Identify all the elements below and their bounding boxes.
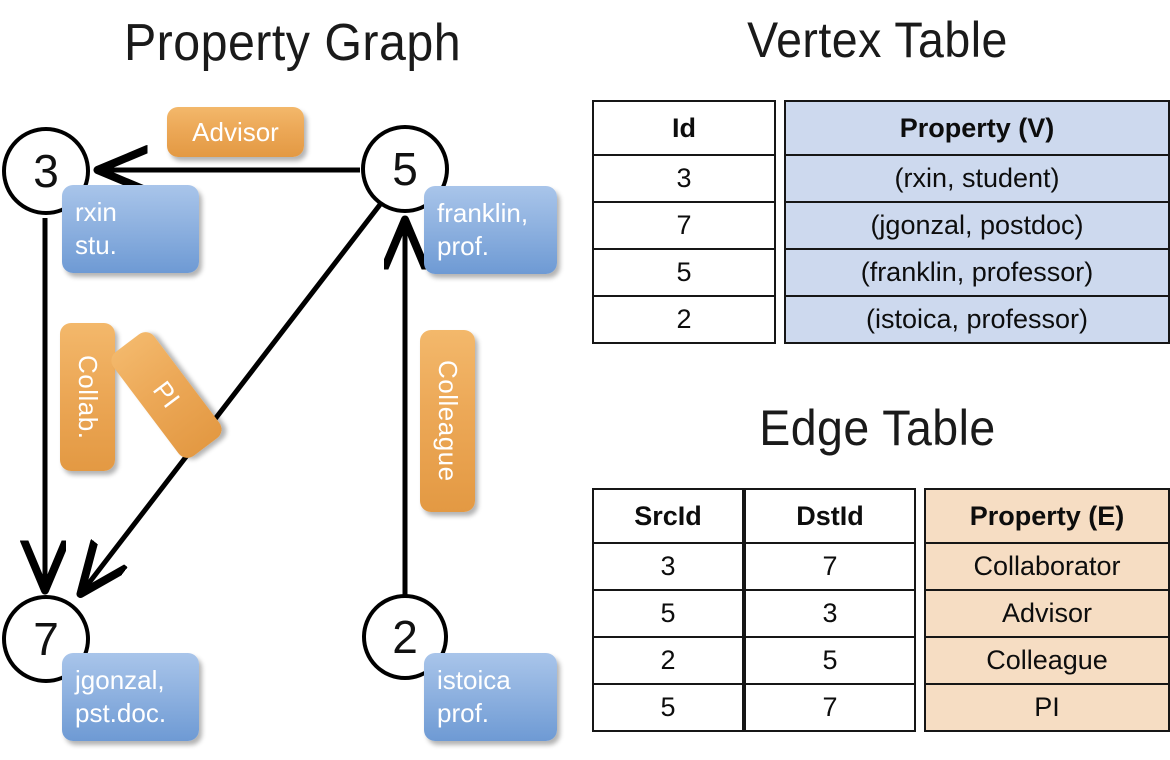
vertex-property-3-line2: stu. xyxy=(75,230,117,260)
table-row: 5 xyxy=(592,248,776,297)
edge-label-advisor: Advisor xyxy=(167,107,304,157)
edge-header-dstid: DstId xyxy=(744,488,916,544)
edge-header-property: Property (E) xyxy=(924,488,1170,544)
vertex-header-property: Property (V) xyxy=(784,100,1170,156)
table-row: (rxin, student) xyxy=(784,154,1170,203)
vertex-property-box-5: franklin, prof. xyxy=(424,186,557,274)
page-title-property-graph: Property Graph xyxy=(123,14,462,72)
vertex-property-box-2: istoica prof. xyxy=(424,653,557,741)
edge-srcid-cell: 3 xyxy=(592,542,744,591)
edge-srcid-cell: 5 xyxy=(592,683,744,732)
edge-label-colleague: Colleague xyxy=(420,330,475,512)
graph-node-2[interactable]: 2 xyxy=(362,594,448,680)
edge-dstid-cell: 7 xyxy=(744,683,916,732)
vertex-id-cell: 7 xyxy=(592,201,776,250)
vertex-id-cell: 5 xyxy=(592,248,776,297)
table-header-row: Property (V) xyxy=(784,100,1170,156)
edge-property-cell: PI xyxy=(924,683,1170,732)
table-row: PI xyxy=(924,683,1170,732)
table-row: 3 xyxy=(744,589,916,638)
edge-property-cell: Colleague xyxy=(924,636,1170,685)
table-row: 7 xyxy=(744,683,916,732)
graph-edges xyxy=(0,0,585,760)
edge-srcid-table: SrcId 3 5 2 5 xyxy=(592,488,744,732)
edge-label-collab: Collab. xyxy=(60,323,115,471)
graph-node-2-label: 2 xyxy=(392,611,418,663)
vertex-property-7-line2: pst.doc. xyxy=(75,698,167,728)
vertex-property-box-7: jgonzal, pst.doc. xyxy=(62,653,199,741)
property-graph-panel: Property Graph 3 5 7 2 rxin stu. frankli… xyxy=(0,0,585,760)
table-row: Colleague xyxy=(924,636,1170,685)
graph-node-5[interactable]: 5 xyxy=(361,125,449,213)
edge-label-pi-text: PI xyxy=(147,375,187,414)
vertex-property-5-line1: franklin, xyxy=(437,198,529,228)
table-row: 2 xyxy=(592,636,744,685)
table-row: 5 xyxy=(744,636,916,685)
table-row: 7 xyxy=(744,542,916,591)
vertex-property-cell: (franklin, professor) xyxy=(784,248,1170,297)
edge-dstid-cell: 7 xyxy=(744,542,916,591)
edge-label-colleague-text: Colleague xyxy=(433,360,463,482)
table-row: 7 xyxy=(592,201,776,250)
page-title-vertex-table: Vertex Table xyxy=(747,12,1008,68)
vertex-property-2-line2: prof. xyxy=(437,698,490,728)
table-row: 5 xyxy=(592,589,744,638)
table-row: 2 xyxy=(592,295,776,344)
table-row: (istoica, professor) xyxy=(784,295,1170,344)
graph-node-3-label: 3 xyxy=(33,145,59,197)
vertex-property-cell: (jgonzal, postdoc) xyxy=(784,201,1170,250)
page-title-edge-table: Edge Table xyxy=(759,400,996,456)
table-row: (jgonzal, postdoc) xyxy=(784,201,1170,250)
edge-property-cell: Advisor xyxy=(924,589,1170,638)
table-row: Advisor xyxy=(924,589,1170,638)
table-row: 5 xyxy=(592,683,744,732)
table-header-row: SrcId xyxy=(592,488,744,544)
graph-node-5-label: 5 xyxy=(392,143,418,195)
table-header-row: Id xyxy=(592,100,776,156)
vertex-property-box-3: rxin stu. xyxy=(62,185,199,273)
table-header-row: Property (E) xyxy=(924,488,1170,544)
table-row: Collaborator xyxy=(924,542,1170,591)
edge-dstid-cell: 5 xyxy=(744,636,916,685)
table-header-row: DstId xyxy=(744,488,916,544)
edge-label-collab-text: Collab. xyxy=(73,354,103,440)
table-row: 3 xyxy=(592,154,776,203)
table-row: 3 xyxy=(592,542,744,591)
vertex-id-cell: 2 xyxy=(592,295,776,344)
vertex-property-cell: (istoica, professor) xyxy=(784,295,1170,344)
vertex-property-2-line1: istoica xyxy=(437,665,511,695)
vertex-property-cell: (rxin, student) xyxy=(784,154,1170,203)
vertex-id-table: Id 3 7 5 2 xyxy=(592,100,776,344)
vertex-property-table: Property (V) (rxin, student) (jgonzal, p… xyxy=(784,100,1170,344)
vertex-property-5-line2: prof. xyxy=(437,231,490,261)
edge-property-cell: Collaborator xyxy=(924,542,1170,591)
vertex-id-cell: 3 xyxy=(592,154,776,203)
vertex-header-id: Id xyxy=(592,100,776,156)
graph-node-7-label: 7 xyxy=(33,613,59,665)
edge-property-table: Property (E) Collaborator Advisor Collea… xyxy=(924,488,1170,732)
edge-srcid-cell: 5 xyxy=(592,589,744,638)
vertex-property-7-line1: jgonzal, xyxy=(75,665,165,695)
edge-dstid-table: DstId 7 3 5 7 xyxy=(744,488,916,732)
vertex-property-3-line1: rxin xyxy=(75,197,117,227)
edge-srcid-cell: 2 xyxy=(592,636,744,685)
edge-dstid-cell: 3 xyxy=(744,589,916,638)
edge-5-to-7 xyxy=(82,200,384,592)
table-row: (franklin, professor) xyxy=(784,248,1170,297)
edge-label-advisor-text: Advisor xyxy=(192,116,279,147)
edge-header-srcid: SrcId xyxy=(592,488,744,544)
